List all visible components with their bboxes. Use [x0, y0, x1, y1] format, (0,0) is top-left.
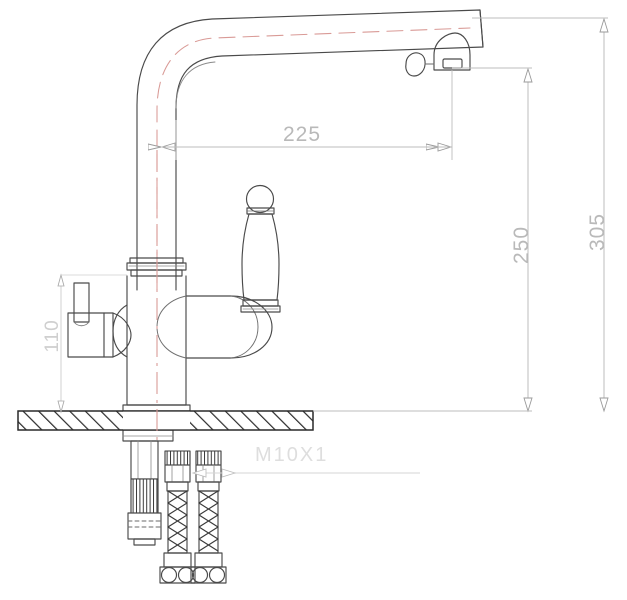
spout-arm: [136, 9, 484, 291]
hose-left: [159, 450, 196, 584]
countertop: [17, 410, 314, 431]
note-thread: M10X1: [191, 444, 420, 478]
note-thread-label: M10X1: [255, 444, 328, 466]
dim-110: 110: [42, 273, 127, 414]
spout-centerline: [156, 27, 471, 291]
dim-305-label: 305: [586, 213, 609, 251]
hose-right: [190, 450, 227, 584]
dim-250-label: 250: [510, 226, 533, 264]
dim-110-label: 110: [42, 319, 63, 352]
dim-305: 305: [472, 17, 609, 413]
filter-nozzle: [405, 52, 435, 77]
dim-225-label: 225: [283, 123, 321, 146]
mounting-stud: [127, 440, 162, 546]
mixer-lever: [67, 282, 132, 358]
filter-handle: [240, 184, 281, 313]
dim-225: 225: [161, 70, 453, 160]
dim-250: 250: [313, 67, 533, 413]
faucet-assembly: [67, 9, 484, 584]
